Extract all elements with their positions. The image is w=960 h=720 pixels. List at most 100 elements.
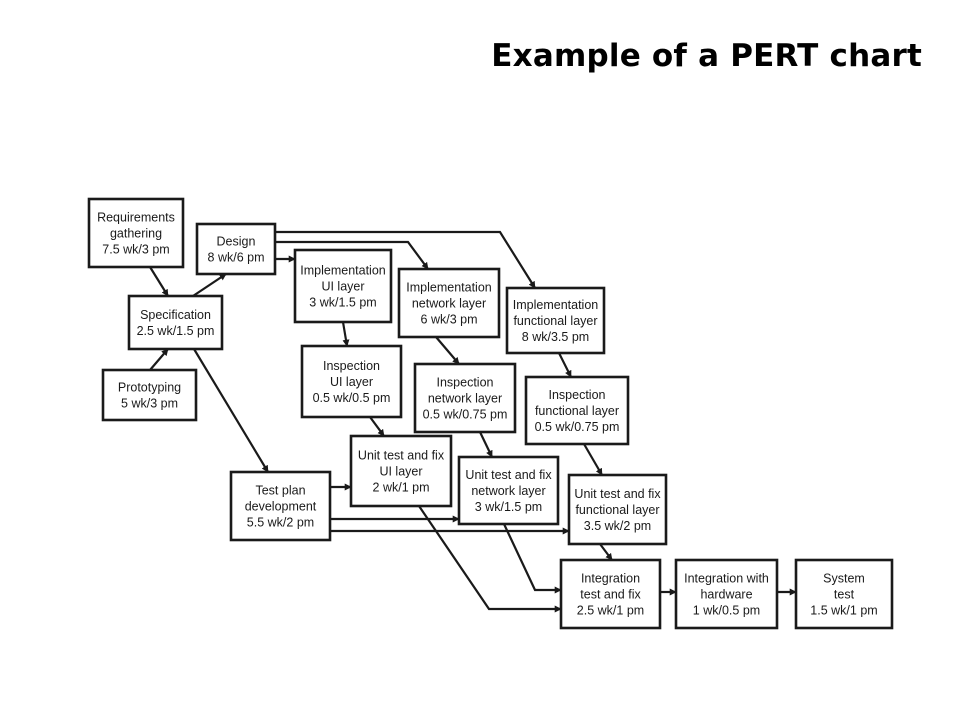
dependency-arrows: [149, 230, 797, 613]
task-box: [567, 473, 668, 546]
task-estimate: 0.5 wk/0.5 pm: [313, 391, 391, 405]
task-label: Specification: [140, 308, 211, 322]
task-estimate: 2.5 wk/1 pm: [577, 604, 644, 618]
arrow-unit-func-to-integ: [599, 543, 613, 561]
task-node-req: Requirements gathering 7.5 wk/3 pm: [87, 197, 185, 269]
task-label: network layer: [471, 484, 545, 498]
task-label: functional layer: [513, 314, 597, 328]
task-label: test and fix: [580, 588, 641, 602]
task-node-insp-net: Inspection network layer 0.5 wk/0.75 pm: [413, 362, 517, 434]
task-label: Design: [217, 235, 256, 249]
task-node-design: Design 8 wk/6 pm: [195, 222, 277, 276]
task-node-sys-test: System test 1.5 wk/1 pm: [794, 558, 894, 630]
task-estimate: 3.5 wk/2 pm: [584, 519, 651, 533]
task-label: functional layer: [535, 404, 619, 418]
task-label: Inspection: [437, 376, 494, 390]
task-box: [794, 558, 894, 630]
task-estimate: 5 wk/3 pm: [121, 397, 178, 411]
task-node-insp-ui: Inspection UI layer 0.5 wk/0.5 pm: [300, 344, 403, 419]
arrow-spec-to-design: [192, 273, 227, 297]
task-box: [101, 368, 198, 422]
task-label: Unit test and fix: [358, 449, 445, 463]
task-node-impl-net: Implementation network layer 6 wk/3 pm: [397, 267, 501, 339]
task-node-proto: Prototyping 5 wk/3 pm: [101, 368, 198, 422]
task-label: Implementation: [513, 298, 599, 312]
task-label: Requirements: [97, 211, 175, 225]
task-label: Inspection: [549, 388, 606, 402]
task-label: System: [823, 572, 865, 586]
task-label: gathering: [110, 227, 162, 241]
task-node-test-plan: Test plan development 5.5 wk/2 pm: [229, 470, 332, 542]
task-box: [397, 267, 501, 339]
task-label: UI layer: [379, 465, 422, 479]
task-box: [127, 294, 224, 351]
task-box: [524, 375, 630, 446]
task-label: Implementation: [406, 281, 492, 295]
task-box: [229, 470, 332, 542]
task-estimate: 2 wk/1 pm: [373, 481, 430, 495]
task-label: Inspection: [323, 359, 380, 373]
task-label: Integration with: [684, 572, 769, 586]
task-estimate: 6 wk/3 pm: [421, 313, 478, 327]
arrow-impl-net-to-insp-net: [435, 336, 460, 365]
task-label: hardware: [700, 588, 752, 602]
task-estimate: 2.5 wk/1.5 pm: [137, 324, 215, 338]
task-nodes: Requirements gathering 7.5 wk/3 pm Design 8 …: [87, 197, 894, 630]
task-label: Implementation: [300, 264, 386, 278]
task-node-impl-func: Implementation functional layer 8 wk/3.5 p…: [505, 286, 606, 355]
task-box: [674, 558, 779, 630]
task-estimate: 3 wk/1.5 pm: [475, 500, 542, 514]
task-estimate: 8 wk/6 pm: [208, 251, 265, 265]
arrow-unit-ui-to-integ: [418, 505, 562, 613]
task-box: [293, 248, 393, 324]
task-box: [195, 222, 277, 276]
task-label: network layer: [428, 392, 502, 406]
task-node-integ: Integration test and fix 2.5 wk/1 pm: [559, 558, 662, 630]
arrow-insp-ui-to-unit-ui: [369, 416, 385, 437]
task-box: [300, 344, 403, 419]
task-estimate: 1 wk/0.5 pm: [693, 604, 760, 618]
task-label: UI layer: [321, 280, 364, 294]
task-label: Prototyping: [118, 381, 181, 395]
task-estimate: 3 wk/1.5 pm: [309, 296, 376, 310]
task-box: [349, 434, 453, 508]
task-estimate: 5.5 wk/2 pm: [247, 516, 314, 530]
task-box: [87, 197, 185, 269]
arrow-impl-func-to-insp-func: [558, 352, 572, 378]
task-node-spec: Specification 2.5 wk/1.5 pm: [127, 294, 224, 351]
arrow-proto-to-spec: [149, 348, 169, 371]
slide-title: Example of a PERT chart: [491, 38, 922, 74]
task-box: [457, 455, 560, 526]
arrow-design-to-impl-net: [275, 240, 429, 270]
task-label: Test plan: [255, 484, 305, 498]
task-node-impl-ui: Implementation UI layer 3 wk/1.5 pm: [293, 248, 393, 324]
task-estimate: 8 wk/3.5 pm: [522, 330, 589, 344]
task-box: [413, 362, 517, 434]
arrow-req-to-spec: [149, 266, 169, 297]
task-box: [505, 286, 606, 355]
task-box: [559, 558, 662, 630]
task-label: Integration: [581, 572, 640, 586]
arrow-impl-ui-to-insp-ui: [341, 321, 350, 347]
task-label: test: [834, 588, 855, 602]
task-label: network layer: [412, 297, 486, 311]
arrow-insp-net-to-unit-net: [479, 431, 493, 458]
task-node-unit-func: Unit test and fix functional layer 3.5 wk/…: [567, 473, 668, 546]
task-label: development: [245, 500, 317, 514]
task-estimate: 7.5 wk/3 pm: [102, 243, 169, 257]
task-label: functional layer: [575, 503, 659, 517]
task-node-unit-net: Unit test and fix network layer 3 wk/1.5 p…: [457, 455, 560, 526]
arrow-design-to-impl-func: [275, 230, 536, 289]
task-node-integ-hw: Integration with hardware 1 wk/0.5 pm: [674, 558, 779, 630]
arrow-insp-func-to-unit-func: [583, 443, 603, 476]
task-estimate: 1.5 wk/1 pm: [810, 604, 877, 618]
task-estimate: 0.5 wk/0.75 pm: [423, 408, 508, 422]
task-label: Unit test and fix: [574, 487, 661, 501]
task-node-unit-ui: Unit test and fix UI layer 2 wk/1 pm: [349, 434, 453, 508]
arrow-unit-net-to-integ: [503, 523, 562, 594]
task-label: UI layer: [330, 375, 373, 389]
task-label: Unit test and fix: [465, 468, 552, 482]
arrow-spec-to-test-plan: [193, 348, 269, 473]
